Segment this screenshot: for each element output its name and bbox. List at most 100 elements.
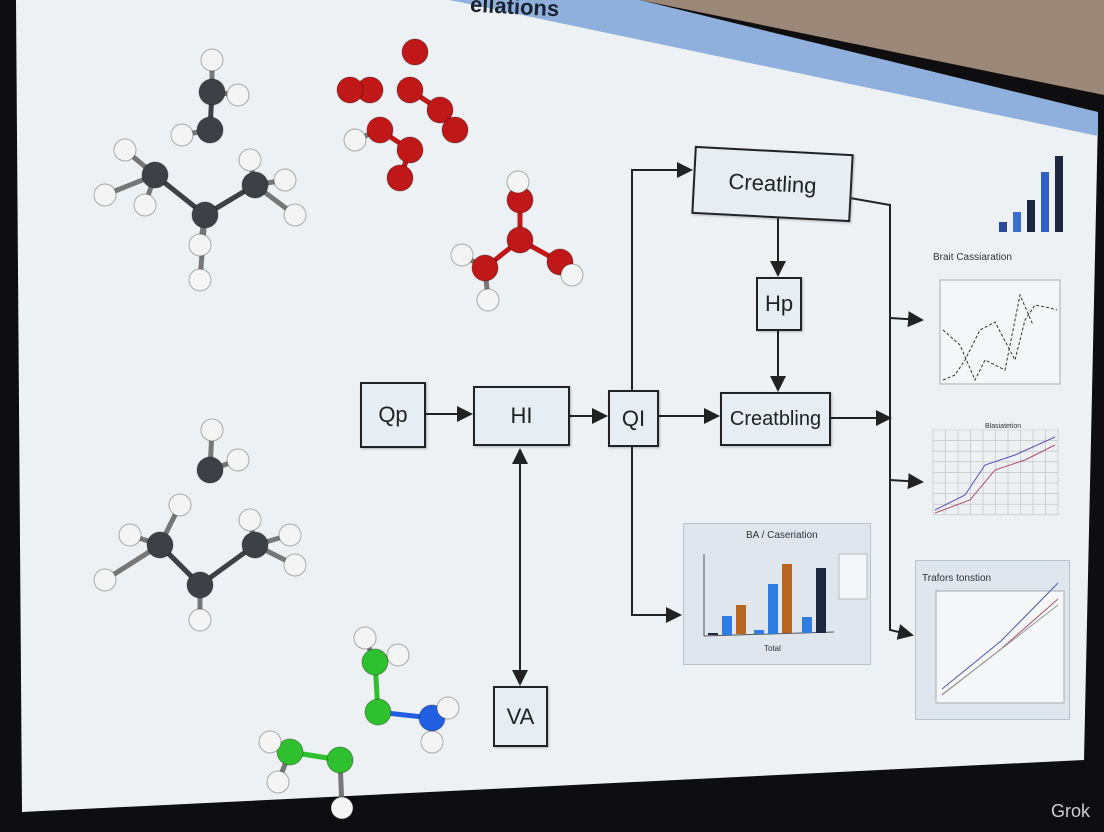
molecule xyxy=(93,48,307,292)
grid-chart xyxy=(932,429,1059,516)
flow-arrow xyxy=(631,162,693,390)
legend xyxy=(838,553,868,600)
atom xyxy=(386,164,414,192)
atom xyxy=(396,136,424,164)
node-hp: Hp xyxy=(756,277,802,331)
node-hi: HI xyxy=(473,386,570,446)
atom xyxy=(188,608,212,632)
atom xyxy=(93,183,117,207)
atom xyxy=(476,288,500,312)
bar xyxy=(1013,212,1021,232)
atom xyxy=(330,796,354,820)
mini-bar-chart xyxy=(999,156,1063,232)
bar xyxy=(1027,200,1035,232)
atom xyxy=(241,531,269,559)
linear-chart-title: Trafors tonstion xyxy=(922,573,992,584)
atom xyxy=(361,648,389,676)
atom xyxy=(336,76,364,104)
atom xyxy=(93,568,117,592)
atom xyxy=(560,263,584,287)
atom xyxy=(283,553,307,577)
node-ql: QI xyxy=(608,390,659,447)
flowchart-arrows xyxy=(425,162,924,686)
atom xyxy=(420,730,444,754)
atom xyxy=(200,48,224,72)
atom xyxy=(196,116,224,144)
node-qp: Qp xyxy=(360,382,426,448)
bar xyxy=(1041,172,1049,232)
wall xyxy=(640,0,1104,95)
bar xyxy=(736,605,746,634)
bar-chart-title: BA / Caseriation xyxy=(746,530,818,541)
series-line xyxy=(942,293,1034,382)
atom xyxy=(353,626,377,650)
atom xyxy=(141,161,169,189)
atom xyxy=(146,531,174,559)
bar-chart-xlabel: Total xyxy=(764,644,781,653)
molecule xyxy=(450,170,584,312)
series-line xyxy=(943,604,1059,694)
molecule xyxy=(336,38,469,192)
grid-chart-panel: Blasiatetion xyxy=(925,423,1063,520)
atom xyxy=(113,138,137,162)
atom xyxy=(386,643,410,667)
bar-chart-panel: BA / Caseriation Total xyxy=(683,523,871,665)
node-creatbling: Creatbling xyxy=(720,392,831,446)
atom xyxy=(343,128,367,152)
atom xyxy=(198,78,226,106)
flow-arrow xyxy=(889,473,924,490)
grid-chart-title: Blasiatetion xyxy=(985,423,1022,430)
bar xyxy=(1055,156,1063,232)
series-line xyxy=(941,582,1059,690)
atom xyxy=(238,508,262,532)
atom xyxy=(273,168,297,192)
atom xyxy=(238,148,262,172)
bar xyxy=(816,568,826,633)
flow-arrow xyxy=(889,311,924,328)
atom xyxy=(266,770,290,794)
atom xyxy=(396,76,424,104)
atom xyxy=(441,116,469,144)
series-line xyxy=(934,444,1056,514)
atom xyxy=(191,201,219,229)
atom xyxy=(276,738,304,766)
atom xyxy=(188,233,212,257)
watermark: Grok xyxy=(1050,801,1090,821)
title-banner xyxy=(450,0,1098,136)
node-va: VA xyxy=(493,686,548,747)
atom xyxy=(283,203,307,227)
atom xyxy=(118,523,142,547)
atom xyxy=(364,698,392,726)
bar xyxy=(999,222,1007,232)
molecule xyxy=(258,626,460,820)
atom xyxy=(226,448,250,472)
molecule xyxy=(93,418,307,632)
atom xyxy=(366,116,394,144)
bar xyxy=(802,617,812,633)
atom xyxy=(426,96,454,124)
line-chart-panel: Brait Cassiaration xyxy=(925,250,1063,388)
atom xyxy=(200,418,224,442)
series-line xyxy=(934,436,1056,511)
atom xyxy=(241,171,269,199)
atom xyxy=(278,523,302,547)
atom xyxy=(258,730,282,754)
atom xyxy=(450,243,474,267)
atom xyxy=(133,193,157,217)
bar xyxy=(722,616,732,635)
atom xyxy=(168,493,192,517)
node-creatling: Creatling xyxy=(691,145,854,223)
atom xyxy=(170,123,194,147)
atom xyxy=(401,38,429,66)
atom xyxy=(326,746,354,774)
atom xyxy=(506,170,530,194)
bar xyxy=(782,564,792,633)
series-line xyxy=(942,304,1058,381)
atom xyxy=(188,268,212,292)
atom xyxy=(436,696,460,720)
plot-area xyxy=(935,590,1065,704)
atom xyxy=(471,254,499,282)
line-chart xyxy=(939,279,1061,385)
atom xyxy=(506,226,534,254)
bar xyxy=(768,584,778,634)
